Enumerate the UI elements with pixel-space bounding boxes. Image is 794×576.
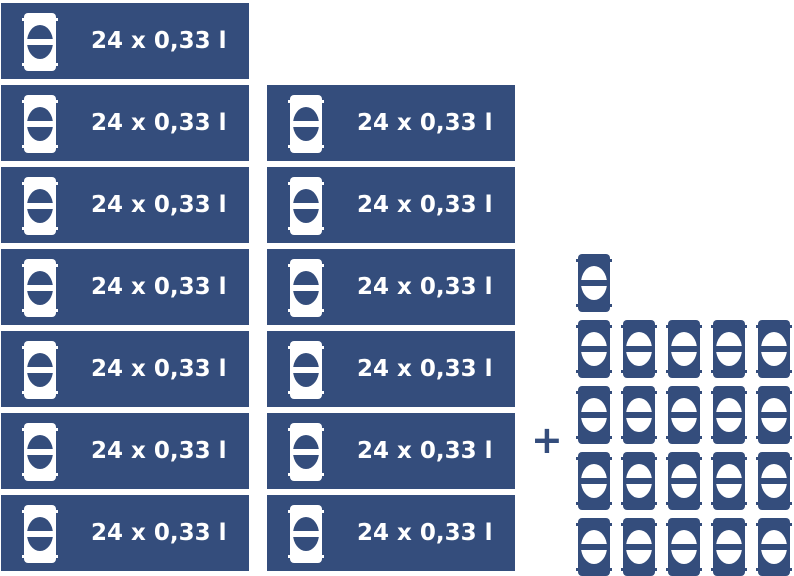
case-label: 24 x 0,33 l [91, 438, 227, 464]
case-label: 24 x 0,33 l [357, 520, 493, 546]
beverage-case: 24 x 0,33 l [267, 413, 515, 489]
case-label: 24 x 0,33 l [357, 110, 493, 136]
beverage-can-icon [22, 13, 58, 71]
loose-can-icon [666, 386, 702, 444]
case-stack-middle: 24 x 0,33 l 24 x 0,33 l 24 x 0,33 l 24 x 0,… [267, 0, 517, 575]
beverage-can-icon [22, 505, 58, 563]
case-label: 24 x 0,33 l [357, 438, 493, 464]
beverage-can-icon [288, 177, 324, 235]
loose-can-icon [711, 452, 747, 510]
loose-can-icon [576, 386, 612, 444]
loose-can-icon [621, 518, 657, 576]
beverage-can-icon [22, 177, 58, 235]
case-label: 24 x 0,33 l [357, 356, 493, 382]
beverage-can-icon [22, 259, 58, 317]
beverage-can-icon [288, 259, 324, 317]
case-label: 24 x 0,33 l [357, 274, 493, 300]
loose-can-icon [756, 518, 792, 576]
beverage-can-icon [288, 95, 324, 153]
loose-can-icon [576, 518, 612, 576]
case-stack-left: 24 x 0,33 l 24 x 0,33 l 24 x 0,33 l 24 x 0,… [1, 0, 251, 575]
beverage-case: 24 x 0,33 l [267, 249, 515, 325]
beverage-case: 24 x 0,33 l [1, 3, 249, 79]
beverage-case: 24 x 0,33 l [1, 413, 249, 489]
beverage-case: 24 x 0,33 l [267, 167, 515, 243]
beverage-case: 24 x 0,33 l [1, 85, 249, 161]
case-label: 24 x 0,33 l [91, 28, 227, 54]
loose-can-icon [756, 452, 792, 510]
beverage-can-icon [288, 423, 324, 481]
case-label: 24 x 0,33 l [357, 192, 493, 218]
loose-can-icon [756, 386, 792, 444]
case-label: 24 x 0,33 l [91, 520, 227, 546]
plus-sign: + [531, 418, 563, 462]
loose-can-icon [666, 320, 702, 378]
loose-can-icon [576, 254, 612, 312]
case-label: 24 x 0,33 l [91, 192, 227, 218]
loose-can-icon [576, 452, 612, 510]
loose-can-icon [711, 320, 747, 378]
beverage-case: 24 x 0,33 l [267, 85, 515, 161]
loose-can-icon [666, 518, 702, 576]
beverage-case: 24 x 0,33 l [1, 495, 249, 571]
loose-can-icon [711, 518, 747, 576]
case-label: 24 x 0,33 l [91, 356, 227, 382]
loose-can-icon [621, 386, 657, 444]
loose-can-icon [711, 386, 747, 444]
beverage-can-icon [22, 95, 58, 153]
loose-can-icon [621, 320, 657, 378]
loose-can-icon [756, 320, 792, 378]
beverage-case: 24 x 0,33 l [1, 331, 249, 407]
beverage-can-icon [22, 423, 58, 481]
case-label: 24 x 0,33 l [91, 274, 227, 300]
loose-can-icon [666, 452, 702, 510]
loose-can-icon [576, 320, 612, 378]
beverage-case: 24 x 0,33 l [267, 495, 515, 571]
beverage-case: 24 x 0,33 l [1, 249, 249, 325]
beverage-case: 24 x 0,33 l [1, 167, 249, 243]
beverage-can-icon [288, 505, 324, 563]
loose-can-icon [621, 452, 657, 510]
beverage-case: 24 x 0,33 l [267, 331, 515, 407]
case-label: 24 x 0,33 l [91, 110, 227, 136]
beverage-can-icon [22, 341, 58, 399]
beverage-can-icon [288, 341, 324, 399]
